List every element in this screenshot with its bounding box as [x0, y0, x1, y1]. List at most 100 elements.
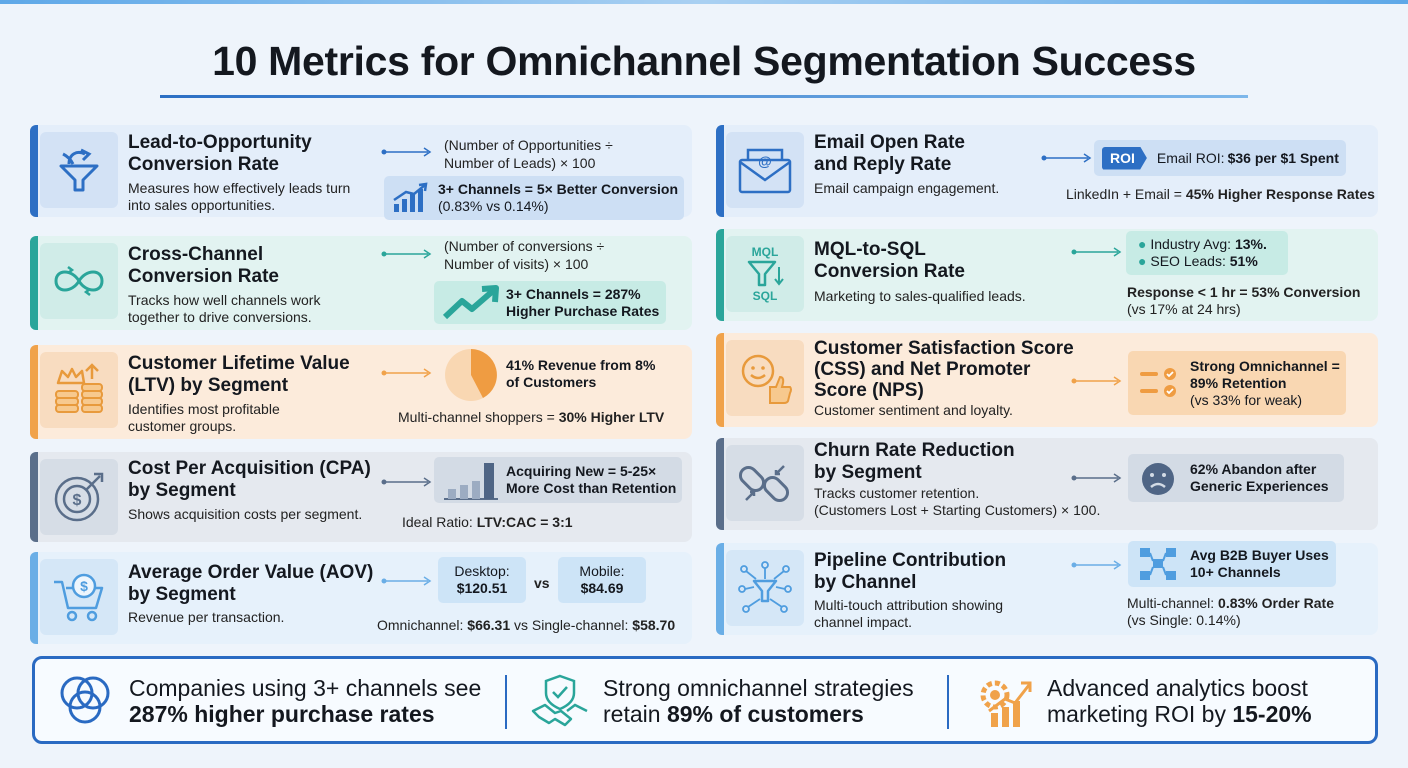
trend-up-arrow-icon — [442, 285, 499, 320]
card-accent-stripe — [30, 345, 38, 439]
stat-pill-text: 62% Abandon after Generic Experiences — [1190, 461, 1329, 494]
stat-pill-text: 3+ Channels = 287% Higher Purchase Rates — [506, 285, 660, 319]
sql-label: SQL — [752, 289, 778, 303]
network-funnel-icon — [726, 550, 804, 626]
metric-card-email: @ Email Open Rate and Reply Rate Email c… — [716, 125, 1378, 217]
top-accent-bar — [0, 0, 1408, 4]
smile-thumb-icon — [726, 340, 804, 416]
card-title: Customer Lifetime Value (LTV) by Segment — [128, 353, 350, 396]
summary-text-bold: 89% of customers — [666, 701, 864, 727]
arrow-right-icon — [1071, 560, 1122, 570]
stat-pill-subtext: (vs 33% for weak) — [1190, 391, 1303, 408]
card-title: Customer Satisfaction Score (CSS) and Ne… — [814, 338, 1074, 401]
roi-tag: ROI — [1102, 146, 1147, 170]
email-icon: @ — [726, 132, 804, 208]
arrow-right-icon — [1071, 376, 1122, 386]
arrow-right-icon — [1071, 247, 1122, 257]
card-description: Customer sentiment and loyalty. — [814, 402, 1013, 418]
desktop-label: Desktop: — [454, 563, 510, 579]
svg-text:$: $ — [73, 492, 82, 509]
card-title: Cost Per Acquisition (CPA) by Segment — [128, 458, 371, 501]
formula-text: (Number of conversions ÷ Number of visit… — [444, 238, 605, 272]
metric-card-ltv: Customer Lifetime Value (LTV) by Segment… — [30, 345, 692, 439]
card-description: Multi-touch attribution showing channel … — [814, 597, 1004, 630]
summary-divider — [505, 675, 507, 729]
stat-note-sub: (vs 17% at 24 hrs) — [1127, 301, 1241, 317]
stat-pill: 62% Abandon after Generic Experiences — [1128, 454, 1344, 502]
crown-coins-icon — [40, 352, 118, 428]
mql-funnel-icon: MQL SQL — [726, 236, 804, 312]
stat-pill: Avg B2B Buyer Uses 10+ Channels — [1128, 541, 1336, 587]
card-accent-stripe — [716, 438, 724, 530]
summary-text-line1: Advanced analytics boost — [1047, 675, 1308, 701]
industry-avg-label: Industry Avg: — [1150, 236, 1235, 252]
summary-text-line1: Strong omnichannel strategies — [603, 675, 914, 701]
stat-pill-text: 3+ Channels = 5× Better Conversion — [438, 181, 679, 197]
card-accent-stripe — [30, 236, 38, 330]
stat-pill: 3+ Channels = 287% Higher Purchase Rates — [434, 281, 666, 324]
arrow-right-icon — [381, 576, 432, 586]
bar-chart-icon — [444, 463, 498, 500]
metric-card-cross-channel: Cross-Channel Conversion Rate Tracks how… — [30, 236, 692, 330]
venn-circles-icon — [60, 676, 110, 724]
stat-pill-text: 41% Revenue from 8% of Customers — [506, 357, 656, 390]
arrow-right-icon — [381, 147, 432, 157]
svg-text:@: @ — [758, 153, 772, 169]
metric-card-mql-sql: MQL SQL MQL-to-SQL Conversion Rate Marke… — [716, 229, 1378, 321]
card-accent-stripe — [716, 229, 724, 321]
card-title: Churn Rate Reduction by Segment — [814, 440, 1015, 483]
mobile-label: Mobile: — [579, 563, 625, 579]
desktop-aov-pill: Desktop: $120.51 — [438, 557, 526, 603]
seo-leads-value: 51% — [1229, 253, 1258, 269]
metric-card-lead-to-opportunity: Lead-to-Opportunity Conversion Rate Meas… — [30, 125, 692, 220]
stat-note: Response < 1 hr = 53% Conversion — [1127, 284, 1361, 300]
formula-text: (Number of Opportunities ÷ Number of Lea… — [444, 137, 613, 171]
summary-divider — [947, 675, 949, 729]
arrow-right-icon — [1041, 153, 1092, 163]
page-title: 10 Metrics for Omnichannel Segmentation … — [212, 38, 1196, 84]
metric-card-churn: Churn Rate Reduction by Segment Tracks c… — [716, 438, 1378, 530]
vs-label: vs — [534, 575, 550, 591]
card-description: Identifies most profitable customer grou… — [128, 401, 280, 434]
broken-link-icon — [726, 445, 804, 521]
stat-note: Ideal Ratio: LTV:CAC = 3:1 — [402, 514, 573, 530]
cart-dollar-icon: $ — [40, 559, 118, 635]
benchmark-pill: ● Industry Avg: 13%. ● SEO Leads: 51% — [1126, 231, 1288, 275]
summary-text-bold: 15-20% — [1232, 701, 1312, 727]
flow-network-icon — [1140, 548, 1176, 580]
checklist-icon — [1140, 368, 1176, 397]
stat-pill: Acquiring New = 5-25× More Cost than Ret… — [434, 457, 682, 503]
stat-pill-text: Strong Omnichannel = 89% Retention — [1190, 357, 1340, 391]
stat-note: Multi-channel shoppers = 30% Higher LTV — [398, 409, 665, 425]
card-accent-stripe — [30, 125, 38, 217]
metric-card-aov: $ Average Order Value (AOV) by Segment R… — [30, 552, 692, 644]
mobile-value: $84.69 — [580, 580, 624, 596]
stat-pill-subtext: (0.83% vs 0.14%) — [438, 198, 549, 214]
card-title: Average Order Value (AOV) by Segment — [128, 562, 374, 605]
funnel-arrow-icon — [40, 132, 118, 208]
card-accent-stripe — [30, 452, 38, 542]
stat-note: LinkedIn + Email = 45% Higher Response R… — [1066, 186, 1375, 202]
metric-card-cpa: $ Cost Per Acquisition (CPA) by Segment … — [30, 452, 692, 542]
card-title: Cross-Channel Conversion Rate — [128, 244, 279, 287]
arrow-right-icon — [381, 477, 432, 487]
arrow-right-icon — [381, 368, 432, 378]
card-accent-stripe — [30, 552, 38, 644]
stat-pill: 3+ Channels = 5× Better Conversion (0.83… — [384, 176, 684, 220]
stat-pill-text: Acquiring New = 5-25× More Cost than Ret… — [506, 463, 677, 496]
arrow-right-icon — [1071, 473, 1122, 483]
stat-pill-text: Avg B2B Buyer Uses 10+ Channels — [1190, 547, 1329, 580]
desktop-value: $120.51 — [456, 580, 508, 596]
card-title: MQL-to-SQL Conversion Rate — [814, 239, 965, 282]
industry-avg-value: 13%. — [1234, 236, 1267, 252]
card-description: Marketing to sales-qualified leads. — [814, 288, 1026, 304]
card-description: Tracks customer retention. (Customers Lo… — [814, 485, 1101, 518]
card-description: Shows acquisition costs per segment. — [128, 506, 363, 522]
mql-label: MQL — [751, 245, 779, 259]
summary-text-pre: marketing ROI by — [1047, 701, 1233, 727]
gear-chart-icon — [980, 680, 1032, 727]
stat-note-sub: (vs Single: 0.14%) — [1127, 612, 1241, 628]
infinity-loop-icon — [40, 243, 118, 319]
